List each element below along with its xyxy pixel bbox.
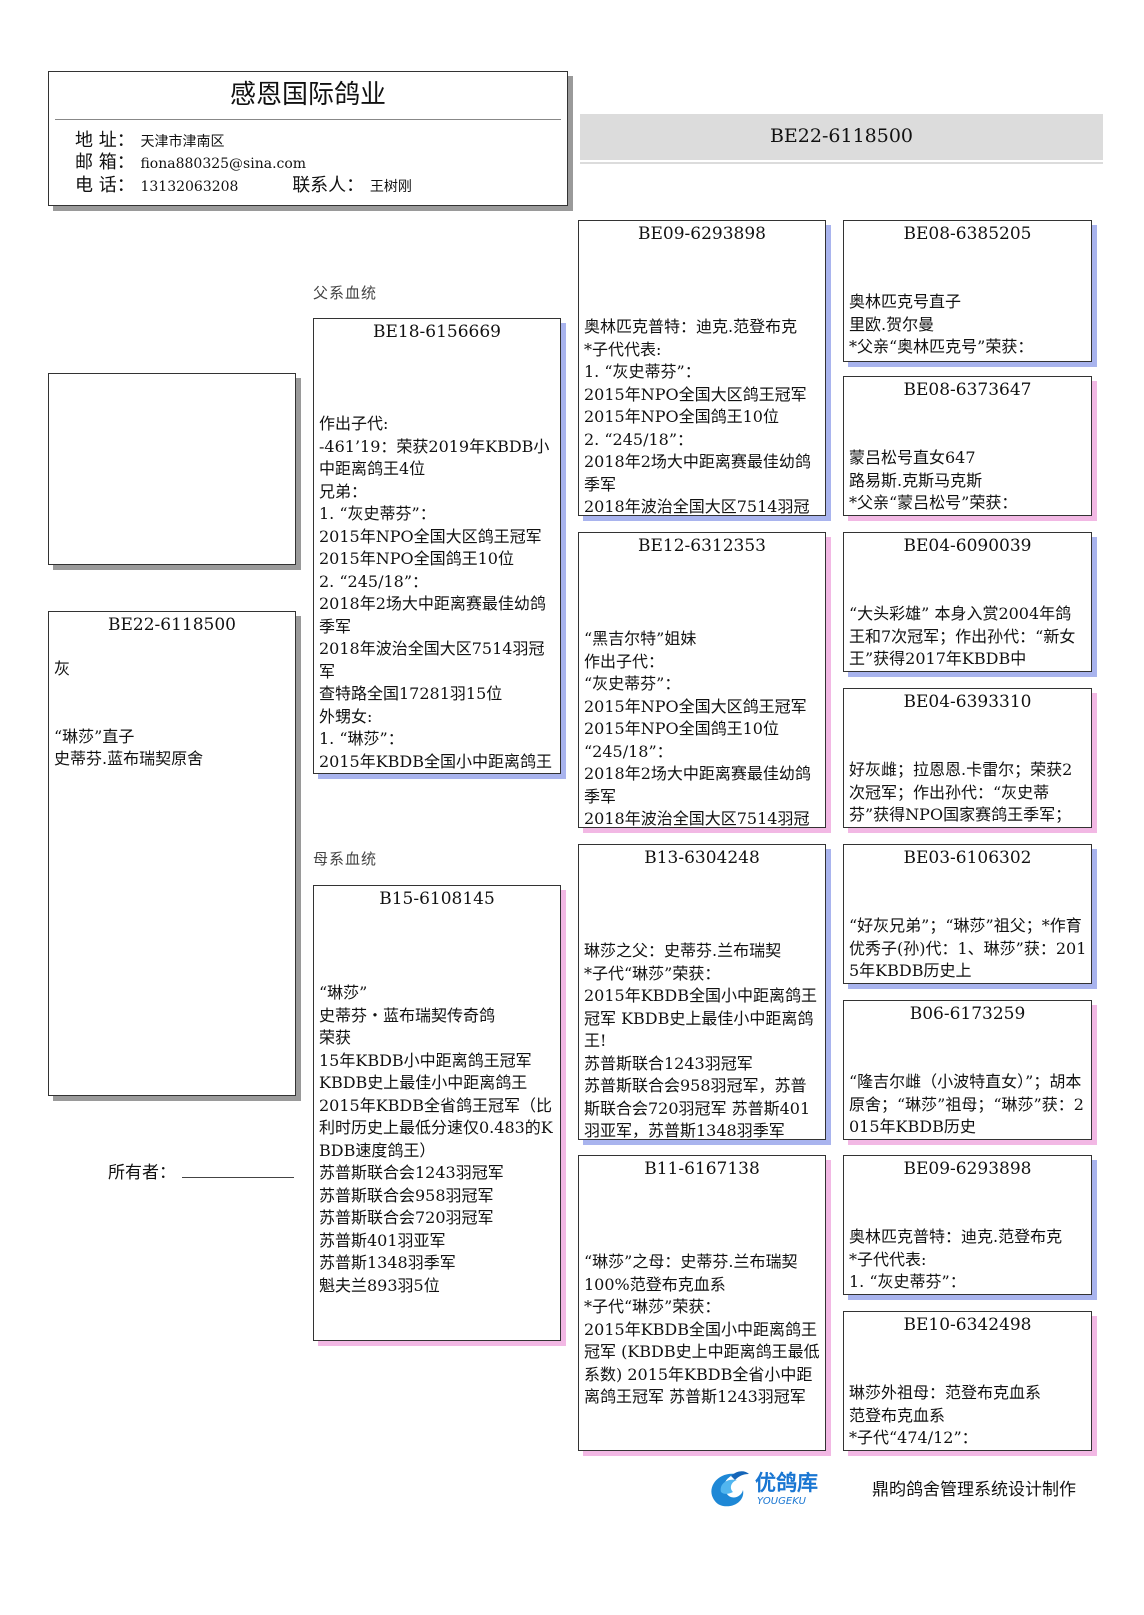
granddam-paternal-card: BE12-6312353 “黑吉尔特”姐妹 作出子代： “灰史蒂芬”： 2015… [578, 532, 826, 828]
pigeon-photo-frame [48, 373, 296, 565]
mother-section-label: 母系血统 [313, 850, 378, 868]
logo-wordmark: 优鸽库 [755, 1471, 818, 1495]
subject-details: 灰 “琳莎”直子 史蒂芬.蓝布瑞契原舍 [54, 659, 204, 768]
pigeon-swirl-icon: 优鸽库 YOUGEKU [711, 1471, 818, 1507]
grandsire-paternal-card: BE09-6293898 奥林匹克普特：迪克.范登布克 *子代代表: 1. “灰… [578, 220, 826, 516]
address-row: 地 址： 天津市津南区 [75, 130, 224, 153]
great-grandparent-4-ring: BE04-6393310 [903, 692, 1032, 712]
sire-details: 作出子代: -461’19：荣获2019年KBDB小中距离鸽王4位 兄弟： 1.… [319, 414, 553, 771]
contact-label: 联系人： [292, 175, 365, 196]
great-grandparent-4-details: 好灰雌；拉恩恩.卡雷尔；荣获2次冠军；作出孙代：“灰史蒂芬”获得NPO国家赛鸽王… [849, 760, 1073, 824]
great-grandparent-1-details: 奥林匹克号直子 里欧.贺尔曼 *父亲“奥林匹克号”荣获： [849, 292, 1034, 356]
email-label: 邮 箱： [75, 152, 135, 173]
great-grandparent-2-ring: BE08-6373647 [903, 380, 1032, 400]
footer-credit: 鼎昀鸽舍管理系统设计制作 [872, 1480, 1076, 1500]
grandsire-maternal-ring: B13-6304248 [644, 848, 760, 868]
great-grandparent-7-card: BE09-6293898 奥林匹克普特：迪克.范登布克 *子代代表: 1. “灰… [843, 1155, 1092, 1295]
dam-ring: B15-6108145 [379, 889, 495, 909]
great-grandparent-2-card: BE08-6373647 蒙吕松号直女647 路易斯.克斯马克斯 *父亲“蒙吕松… [843, 376, 1092, 516]
sire-ring: BE18-6156669 [373, 322, 501, 342]
granddam-paternal-ring: BE12-6312353 [638, 536, 766, 556]
great-grandparent-6-ring: B06-6173259 [909, 1004, 1026, 1024]
granddam-maternal-details: “琳莎”之母：史蒂芬.兰布瑞契 100%范登布克血系 *子代“琳莎”荣获： 20… [584, 1252, 820, 1406]
grandsire-paternal-details: 奥林匹克普特：迪克.范登布克 *子代代表: 1. “灰史蒂芬”： 2015年NP… [584, 317, 811, 516]
great-grandparent-3-details: “大头彩雄” 本身入赏2004年鸽王和7次冠军；作出孙代：“新女王”获得2017… [849, 604, 1076, 668]
phone-label: 电 话： [75, 175, 135, 196]
great-grandparent-5-details: “好灰兄弟”；“琳莎”祖父；*作育优秀子(孙)代：1、琳莎”获：2015年KBD… [849, 916, 1087, 980]
great-grandparent-1-ring: BE08-6385205 [903, 224, 1032, 244]
great-grandparent-6-details: “隆吉尔雌（小波特直女）”；胡本原舍；“琳莎”祖母；“琳莎”获：2015年KBD… [849, 1072, 1084, 1136]
grandsire-maternal-details: 琳莎之父：史蒂芬.兰布瑞契 *子代“琳莎”荣获： 2015年KBDB全国小中距离… [584, 941, 818, 1140]
great-grandparent-3-ring: BE04-6090039 [903, 536, 1032, 556]
sire-card: BE18-6156669 作出子代: -461’19：荣获2019年KBDB小中… [313, 318, 561, 774]
granddam-maternal-ring: B11-6167138 [644, 1159, 760, 1179]
header-divider [55, 119, 561, 120]
great-grandparent-5-card: BE03-6106302 “好灰兄弟”；“琳莎”祖父；*作育优秀子(孙)代：1、… [843, 844, 1092, 984]
dam-card: B15-6108145 “琳莎” 史蒂芬・蓝布瑞契传奇鸽 荣获 15年KBDB小… [313, 885, 561, 1341]
email-value[interactable]: fiona880325@sina.com [140, 156, 307, 172]
email-row: 邮 箱： fiona880325@sina.com [75, 152, 306, 175]
owner-label: 所有者： [108, 1163, 176, 1183]
grandsire-maternal-card: B13-6304248 琳莎之父：史蒂芬.兰布瑞契 *子代“琳莎”荣获： 201… [578, 844, 826, 1140]
banner-underline [580, 162, 1103, 164]
great-grandparent-6-card: B06-6173259 “隆吉尔雌（小波特直女）”；胡本原舍；“琳莎”祖母；“琳… [843, 1000, 1092, 1140]
grandsire-paternal-ring: BE09-6293898 [638, 224, 766, 244]
loft-name: 感恩国际鸽业 [229, 80, 386, 110]
great-grandparent-5-ring: BE03-6106302 [903, 848, 1032, 868]
great-grandparent-7-details: 奥林匹克普特：迪克.范登布克 *子代代表: 1. “灰史蒂芬”： [849, 1227, 1063, 1291]
great-grandparent-8-card: BE10-6342498 琳莎外祖母：范登布克血系 范登布克血系 *子代“474… [843, 1311, 1092, 1451]
subject-card: BE22-6118500 灰 “琳莎”直子 史蒂芬.蓝布瑞契原舍 [48, 611, 296, 1096]
phone-value: 13132063208 [140, 179, 239, 195]
yougeku-logo: 优鸽库 YOUGEKU [705, 1466, 855, 1510]
address-value: 天津市津南区 [140, 134, 225, 150]
great-grandparent-2-details: 蒙吕松号直女647 路易斯.克斯马克斯 *父亲“蒙吕松号”荣获： [849, 448, 1018, 512]
great-grandparent-8-details: 琳莎外祖母：范登布克血系 范登布克血系 *子代“474/12”： [849, 1383, 1042, 1447]
owner-field: 所有者： [108, 1158, 294, 1183]
owner-signature-line [182, 1163, 294, 1178]
pedigree-ring-banner: BE22-6118500 [580, 114, 1103, 160]
phone-row: 电 话： 13132063208 联系人： 王树刚 [75, 175, 412, 198]
subject-ring: BE22-6118500 [108, 615, 236, 635]
great-grandparent-8-ring: BE10-6342498 [903, 1315, 1032, 1335]
contact-value: 王树刚 [369, 179, 412, 195]
great-grandparent-3-card: BE04-6090039 “大头彩雄” 本身入赏2004年鸽王和7次冠军；作出孙… [843, 532, 1092, 672]
address-label: 地 址： [75, 130, 135, 151]
great-grandparent-1-card: BE08-6385205 奥林匹克号直子 里欧.贺尔曼 *父亲“奥林匹克号”荣获… [843, 220, 1092, 362]
father-section-label: 父系血统 [313, 284, 378, 302]
granddam-maternal-card: B11-6167138 “琳莎”之母：史蒂芬.兰布瑞契 100%范登布克血系 *… [578, 1155, 826, 1451]
great-grandparent-7-ring: BE09-6293898 [903, 1159, 1032, 1179]
granddam-paternal-details: “黑吉尔特”姐妹 作出子代： “灰史蒂芬”： 2015年NPO全国大区鸽王冠军 … [584, 629, 811, 828]
logo-subtitle: YOUGEKU [757, 1496, 807, 1507]
dam-details: “琳莎” 史蒂芬・蓝布瑞契传奇鸽 荣获 15年KBDB小中距离鸽王冠军 KBDB… [319, 983, 553, 1295]
loft-header-card: 感恩国际鸽业 地 址： 天津市津南区 邮 箱： fiona880325@sina… [48, 71, 568, 206]
great-grandparent-4-card: BE04-6393310 好灰雌；拉恩恩.卡雷尔；荣获2次冠军；作出孙代：“灰史… [843, 688, 1092, 828]
